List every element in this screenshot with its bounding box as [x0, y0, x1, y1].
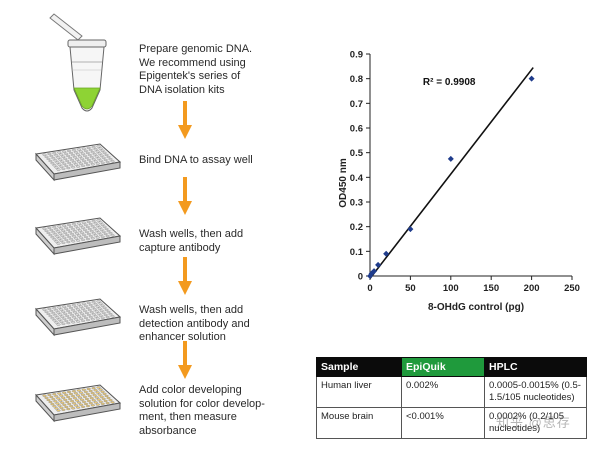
y-tick-label: 0.8: [350, 74, 363, 85]
watermark: 知乎 @思存: [496, 415, 571, 430]
x-tick-label: 50: [405, 283, 416, 294]
table-header-row: Sample EpiQuik HPLC: [316, 357, 587, 377]
tube-icon: [49, 13, 107, 112]
step-4-text: Wash wells, then add detection antibody …: [139, 304, 250, 343]
y-tick-label: 0.3: [350, 198, 363, 209]
y-tick-label: 0.4: [350, 173, 364, 184]
y-tick-label: 0.6: [350, 124, 363, 135]
step-2-text: Bind DNA to assay well: [139, 154, 253, 166]
y-tick-label: 0.1: [350, 247, 364, 258]
data-point: [371, 268, 378, 275]
arrow-down-icon: [178, 177, 192, 215]
data-point: [368, 270, 375, 277]
header-sample: Sample: [316, 357, 402, 377]
comparison-table: Sample EpiQuik HPLC Human liver 0.002% 0…: [316, 357, 587, 439]
header-epiquik: EpiQuik: [401, 357, 485, 377]
data-point: [383, 250, 390, 257]
plate-icon: [35, 143, 122, 182]
y-tick-label: 0.7: [350, 99, 363, 110]
y-axis-label: OD450 nm: [338, 158, 349, 208]
y-tick-label: 0.9: [350, 50, 363, 61]
data-point: [407, 226, 414, 233]
r-squared-annotation: R² = 0.9908: [423, 77, 476, 88]
x-tick-label: 150: [483, 283, 499, 294]
x-tick-label: 250: [564, 283, 580, 294]
plate-icon: [35, 298, 122, 337]
table-cell: <0.001%: [401, 407, 485, 439]
table-cell: Mouse brain: [316, 407, 402, 439]
x-axis-label: 8-OHdG control (pg): [428, 302, 524, 313]
step-1-text: Prepare genomic DNA. We recommend using …: [139, 43, 253, 96]
step-5-text: Add color developing solution for color …: [139, 384, 265, 437]
plate-icon: [35, 217, 122, 256]
header-hplc: HPLC: [484, 357, 587, 377]
x-tick-label: 200: [524, 283, 540, 294]
x-tick-label: 0: [367, 283, 372, 294]
arrow-down-icon: [178, 341, 192, 379]
arrow-down-icon: [178, 257, 192, 295]
table-cell: 0.0005-0.0015% (0.5-1.5/105 nucleotides): [484, 376, 587, 408]
data-point: [375, 261, 382, 268]
table-cell: Human liver: [316, 376, 402, 408]
table-cell: 0.002%: [401, 376, 485, 408]
y-tick-label: 0.5: [350, 148, 364, 159]
step-3-text: Wash wells, then add capture antibody: [139, 228, 244, 254]
data-point: [528, 75, 535, 82]
standard-curve-chart: 0 0.1 0.2 0.3 0.4 0.5 0.6 0.7 0.8 0.9 0 50 100 150 200…: [338, 50, 580, 314]
trendline: [369, 67, 534, 279]
table-cell: 0.0002% (0.2/105 nucleotides): [484, 407, 587, 439]
arrow-down-icon: [178, 101, 192, 139]
chart-axes: 0 0.1 0.2 0.3 0.4 0.5 0.6 0.7 0.8 0.9 0 50 100 150 200…: [350, 50, 580, 295]
table-row: Human liver 0.002% 0.0005-0.0015% (0.5-1…: [316, 376, 587, 408]
y-tick-label: 0.2: [350, 222, 363, 233]
x-tick-label: 100: [443, 283, 459, 294]
plate-yellow-icon: [35, 384, 122, 423]
data-point: [447, 155, 454, 162]
table-row: Mouse brain <0.001% 0.0002% (0.2/105 nuc…: [316, 407, 587, 439]
y-tick-label: 0: [358, 272, 363, 283]
